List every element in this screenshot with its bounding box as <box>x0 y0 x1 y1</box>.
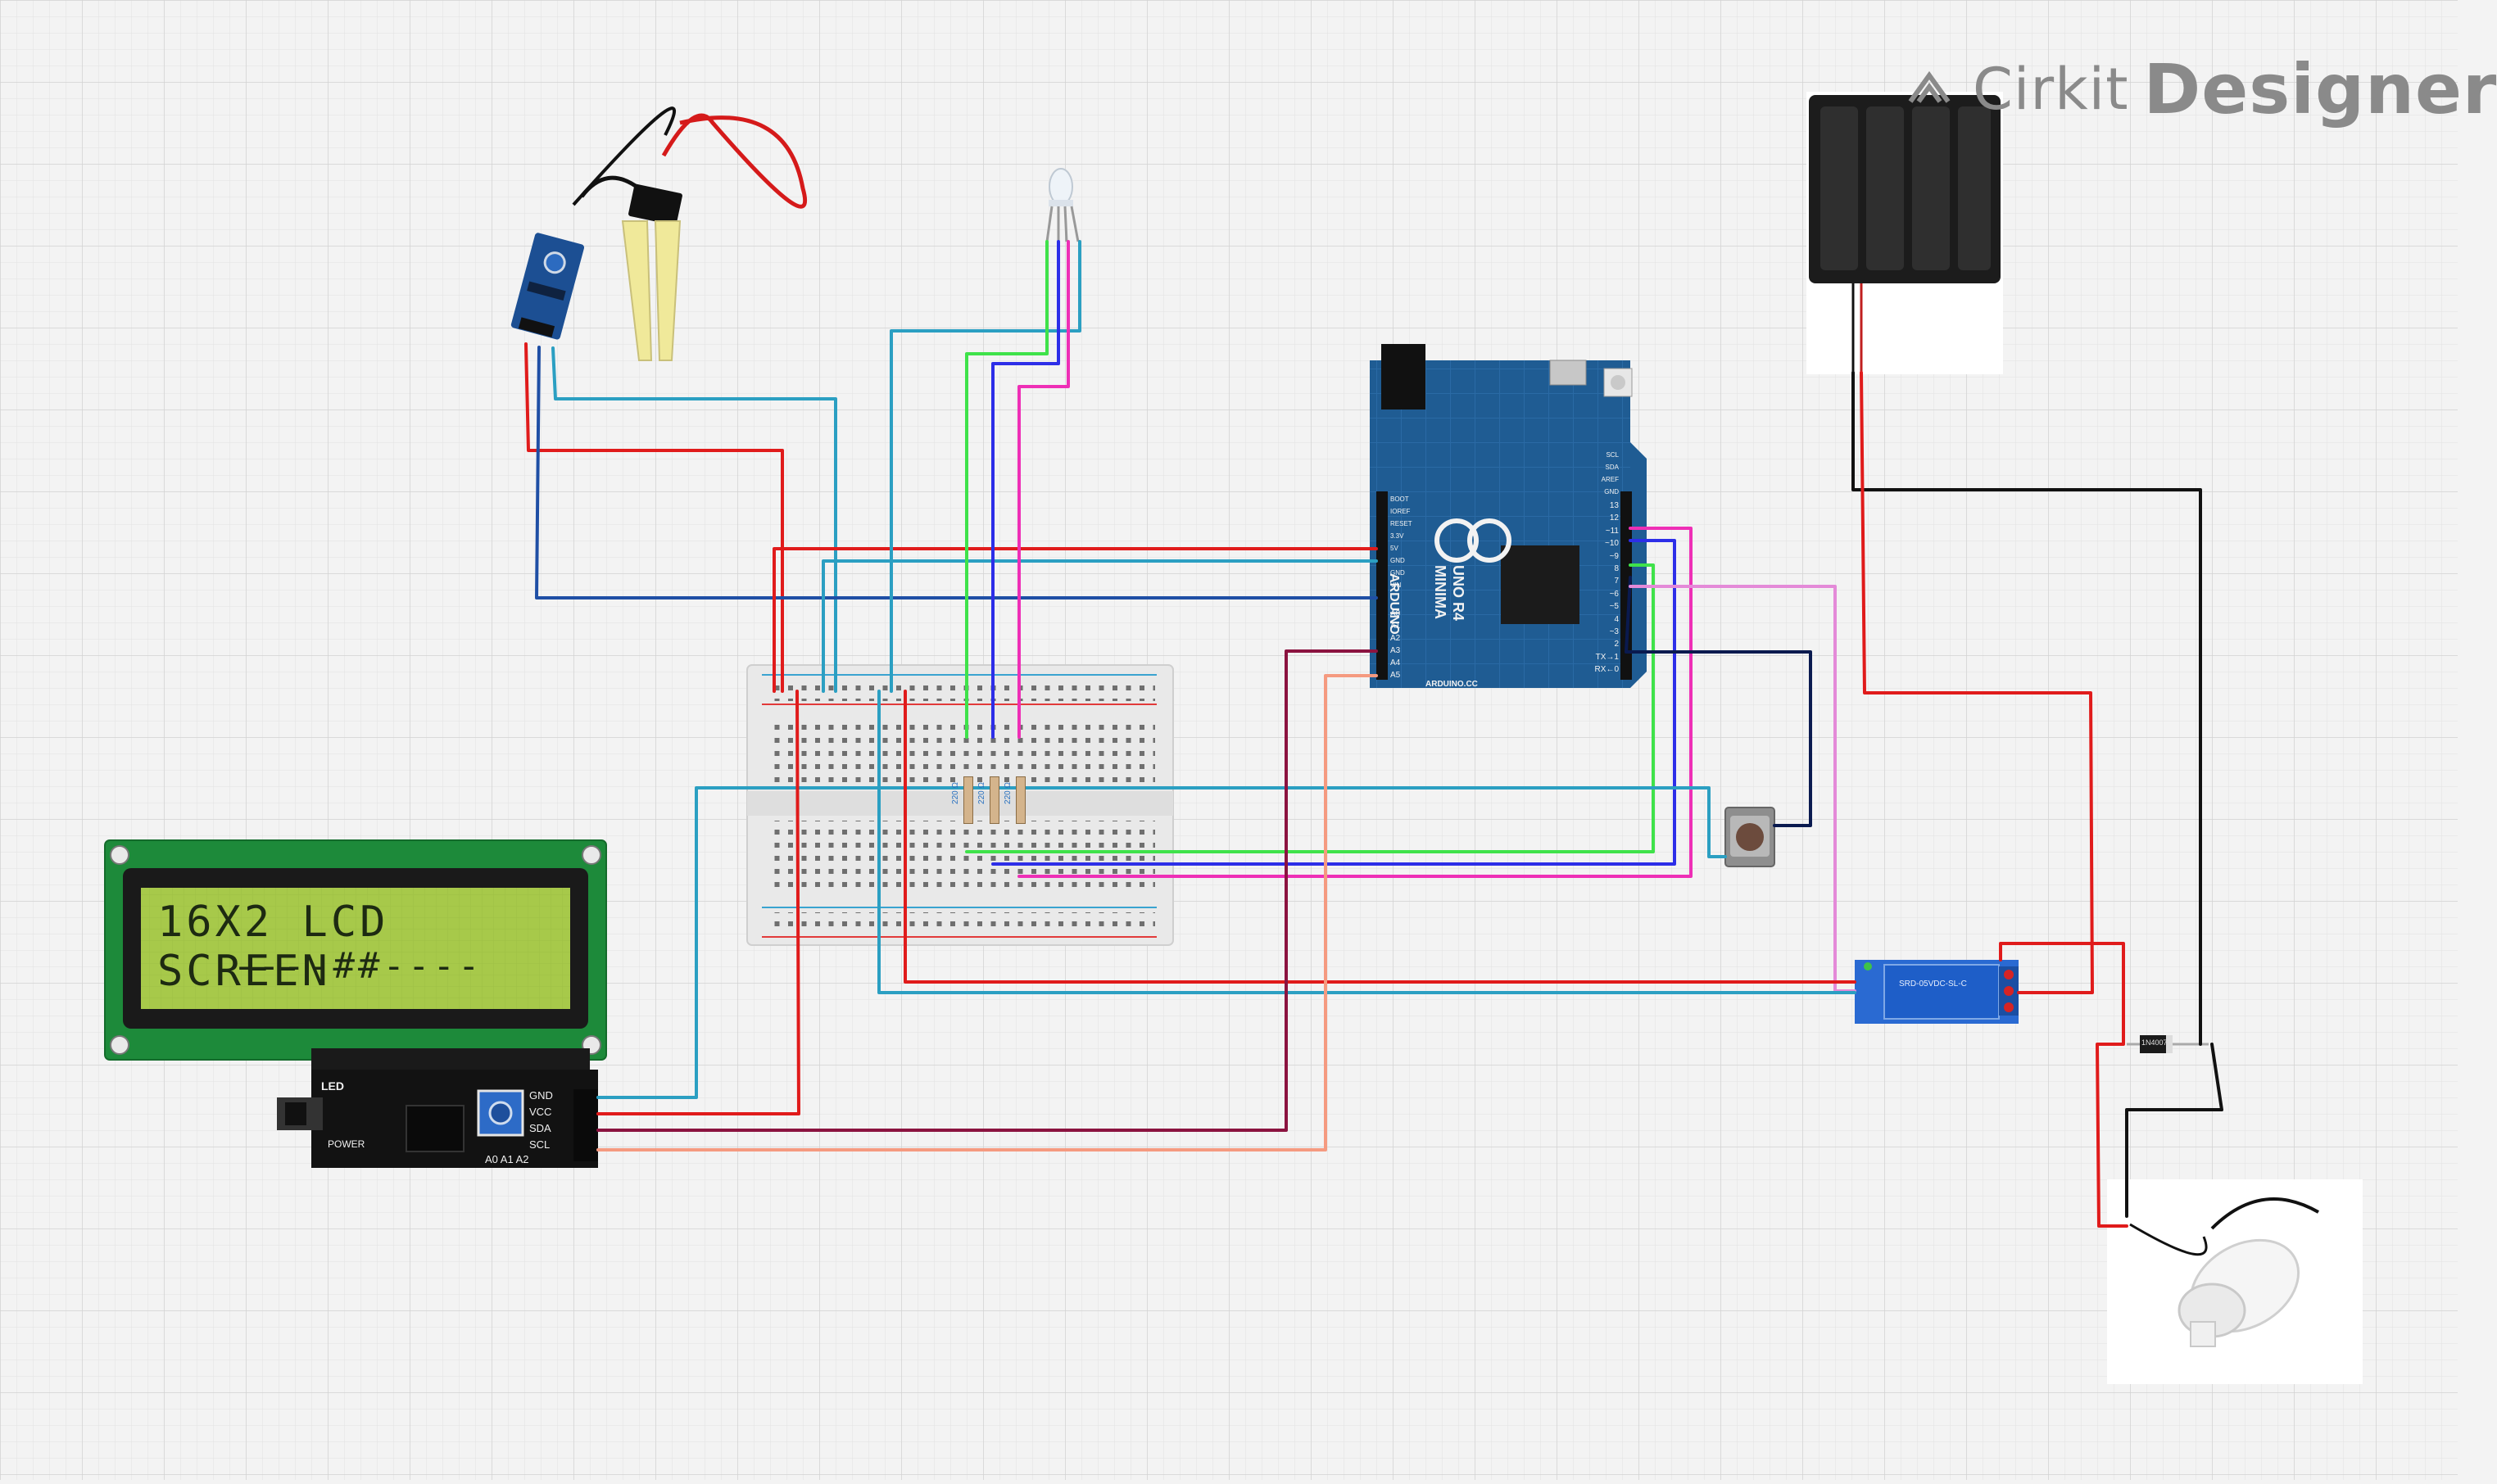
resistor-1-label: 220 Ω <box>950 782 960 804</box>
pin-d1: TX→1 <box>1595 652 1619 662</box>
pin-sda: SDA <box>1605 464 1619 471</box>
cirkit-logo-icon <box>1908 70 1951 103</box>
brand-name: Cirkit <box>1973 56 2129 123</box>
pin-d6: ~6 <box>1609 589 1619 599</box>
battery-holder[interactable] <box>1806 92 2003 374</box>
resistor-1[interactable]: 220 Ω <box>951 776 973 824</box>
pin-d8: 8 <box>1614 564 1619 574</box>
pin-d2: 2 <box>1614 640 1619 649</box>
diode[interactable] <box>2127 1035 2209 1053</box>
pin-3v3: 3.3V <box>1390 532 1404 540</box>
relay-module[interactable] <box>1855 960 2019 1024</box>
cirkit-logo: Cirkit Designer <box>1901 49 2497 129</box>
i2c-led-label: LED <box>321 1079 344 1093</box>
pin-gnd-1: GND <box>1390 557 1405 564</box>
pin-d12: 12 <box>1609 514 1619 523</box>
water-pump[interactable] <box>2107 1179 2363 1384</box>
resistor-2[interactable]: 220 Ω <box>977 776 999 824</box>
pin-vin: VIN <box>1390 581 1402 589</box>
pin-d9: ~9 <box>1609 551 1619 561</box>
pin-d13: 13 <box>1609 501 1619 510</box>
i2c-address-labels: A0 A1 A2 <box>485 1153 529 1165</box>
push-button[interactable] <box>1724 807 1775 867</box>
lcd-module[interactable] <box>104 839 607 1061</box>
arduino-top-pins: SCL SDA AREF GND <box>1591 449 1619 498</box>
pin-a5: A5 <box>1390 671 1401 680</box>
pin-d7: 7 <box>1614 577 1619 586</box>
pin-reset: RESET <box>1390 520 1412 527</box>
pin-d0: RX←0 <box>1594 665 1619 675</box>
arduino-model: UNO R4 <box>1450 565 1466 622</box>
pin-a2: A2 <box>1390 634 1401 643</box>
pin-gnd-top: GND <box>1604 488 1619 495</box>
rgb-led[interactable] <box>1045 168 1080 242</box>
i2c-vcc-pin[interactable]: VCC <box>529 1106 552 1118</box>
diode-label: 1N4007 <box>2141 1038 2168 1047</box>
resistor-3[interactable]: 220 Ω <box>1004 776 1026 824</box>
lcd-line-2: ----##---- <box>233 945 483 987</box>
pin-a3: A3 <box>1390 646 1401 655</box>
pin-d3: ~3 <box>1609 627 1619 637</box>
pin-d5: ~5 <box>1609 602 1619 612</box>
arduino-digital-pins: 13 12 ~11 ~10 ~9 8 7 ~6 ~5 4 ~3 2 TX→1 R… <box>1593 500 1619 676</box>
arduino-uno-r4-minima[interactable] <box>1370 344 1647 688</box>
pin-ioref: IOREF <box>1390 508 1411 515</box>
arduino-power-pins: BOOT IOREF RESET 3.3V 5V GND GND VIN <box>1390 493 1412 591</box>
pin-d11: ~11 <box>1605 526 1619 536</box>
resistor-2-label: 220 Ω <box>977 782 986 804</box>
pin-boot: BOOT <box>1390 495 1409 503</box>
pin-d10: ~10 <box>1605 539 1619 549</box>
i2c-scl-pin[interactable]: SCL <box>529 1138 551 1151</box>
i2c-lcd-adapter[interactable] <box>277 1048 598 1168</box>
arduino-analog-pins: A0 A1 A2 A3 A4 A5 <box>1390 608 1400 681</box>
pin-d4: 4 <box>1614 614 1619 624</box>
product-name: Designer <box>2143 49 2497 129</box>
i2c-sda-pin[interactable]: SDA <box>529 1122 551 1134</box>
relay-label: SRD-05VDC-SL-C <box>1899 980 1967 989</box>
wires <box>524 240 2223 1228</box>
i2c-power-label: POWER <box>328 1138 365 1150</box>
lcd-line-1: 16X2 LCD SCREEN <box>157 898 389 996</box>
arduino-site: ARDUINO.CC <box>1425 680 1478 689</box>
arduino-variant: MINIMA <box>1432 565 1448 619</box>
resistor-3-label: 220 Ω <box>1003 782 1013 804</box>
breadboard[interactable] <box>746 664 1174 946</box>
i2c-gnd-pin[interactable]: GND <box>529 1089 553 1102</box>
pin-5v: 5V <box>1390 545 1398 552</box>
pin-a1: A1 <box>1390 622 1401 631</box>
pin-aref: AREF <box>1601 476 1619 483</box>
pin-a4: A4 <box>1390 658 1401 667</box>
pin-gnd-2: GND <box>1390 569 1405 577</box>
soil-moisture-sensor[interactable] <box>510 106 808 361</box>
pin-a0: A0 <box>1390 609 1401 618</box>
pin-scl: SCL <box>1606 451 1619 459</box>
